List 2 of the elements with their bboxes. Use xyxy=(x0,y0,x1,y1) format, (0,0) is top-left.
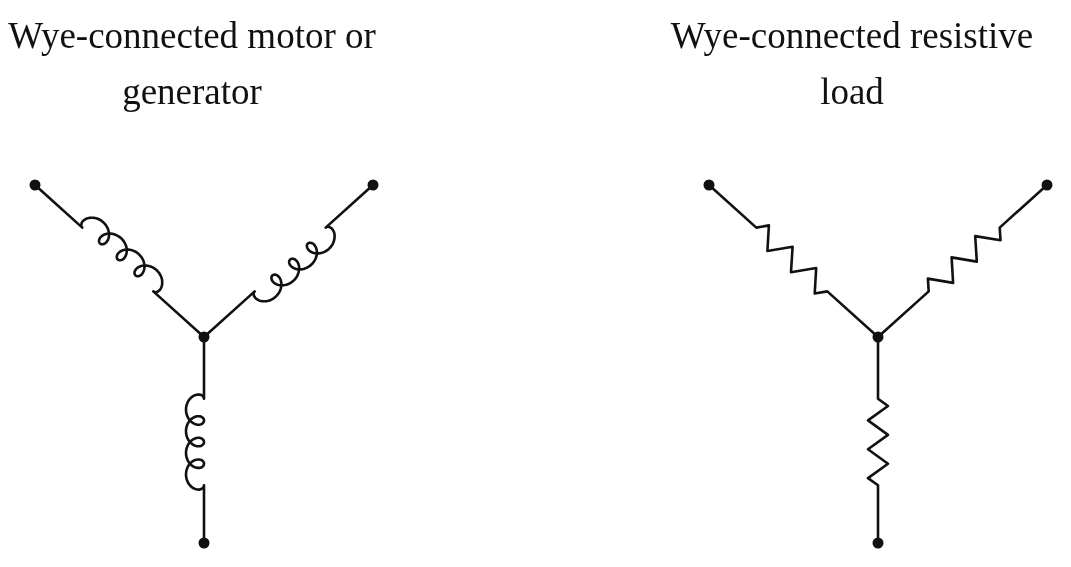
diagram-caption: Wye-connected resistive load xyxy=(669,14,1035,114)
diagram-caption: Wye-connected motor or generator xyxy=(7,14,377,114)
